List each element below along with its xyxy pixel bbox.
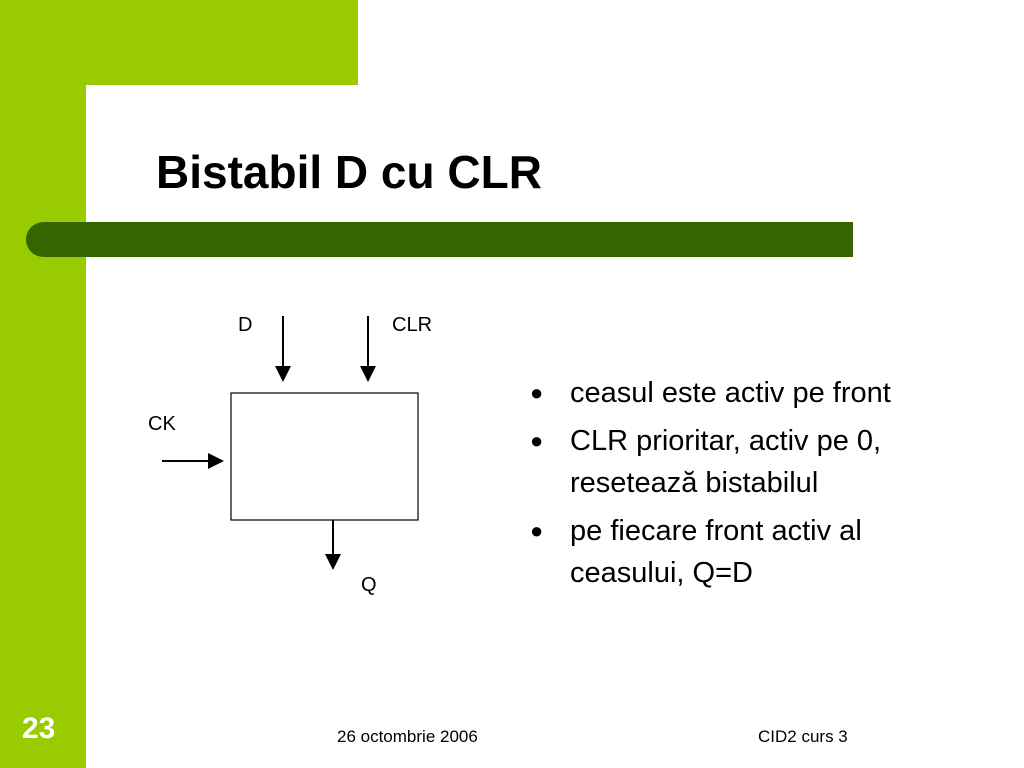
left-green-band [0, 0, 86, 768]
bullet-dot-icon: ● [530, 380, 544, 405]
top-green-band [0, 0, 358, 85]
ck-label: CK [148, 413, 176, 435]
bullet-item: ● pe fiecare front activ al ceasului, Q=D [530, 510, 930, 594]
slide-title: Bistabil D cu CLR [156, 146, 542, 198]
q-label: Q [361, 574, 377, 596]
bullet-item: ● CLR prioritar, activ pe 0, resetează bi… [530, 420, 930, 504]
bullet-item: ● ceasul este activ pe front [530, 372, 930, 414]
bullet-text: pe fiecare front activ al ceasului, Q=D [570, 515, 862, 589]
bullet-list: ● ceasul este activ pe front ● CLR priorit… [530, 372, 930, 600]
bullet-text: ceasul este activ pe front [570, 377, 891, 409]
bullet-text: CLR prioritar, activ pe 0, resetează bis… [570, 425, 882, 499]
bullet-dot-icon: ● [530, 428, 544, 453]
flip-flop-block [230, 392, 419, 521]
d-label: D [238, 314, 253, 336]
footer-date: 26 octombrie 2006 [337, 727, 478, 746]
footer-course: CID2 curs 3 [758, 727, 848, 746]
clr-label: CLR [392, 314, 433, 336]
title-underline-bar [26, 222, 853, 257]
bullet-dot-icon: ● [530, 518, 544, 543]
slide-number: 23 [22, 712, 56, 745]
